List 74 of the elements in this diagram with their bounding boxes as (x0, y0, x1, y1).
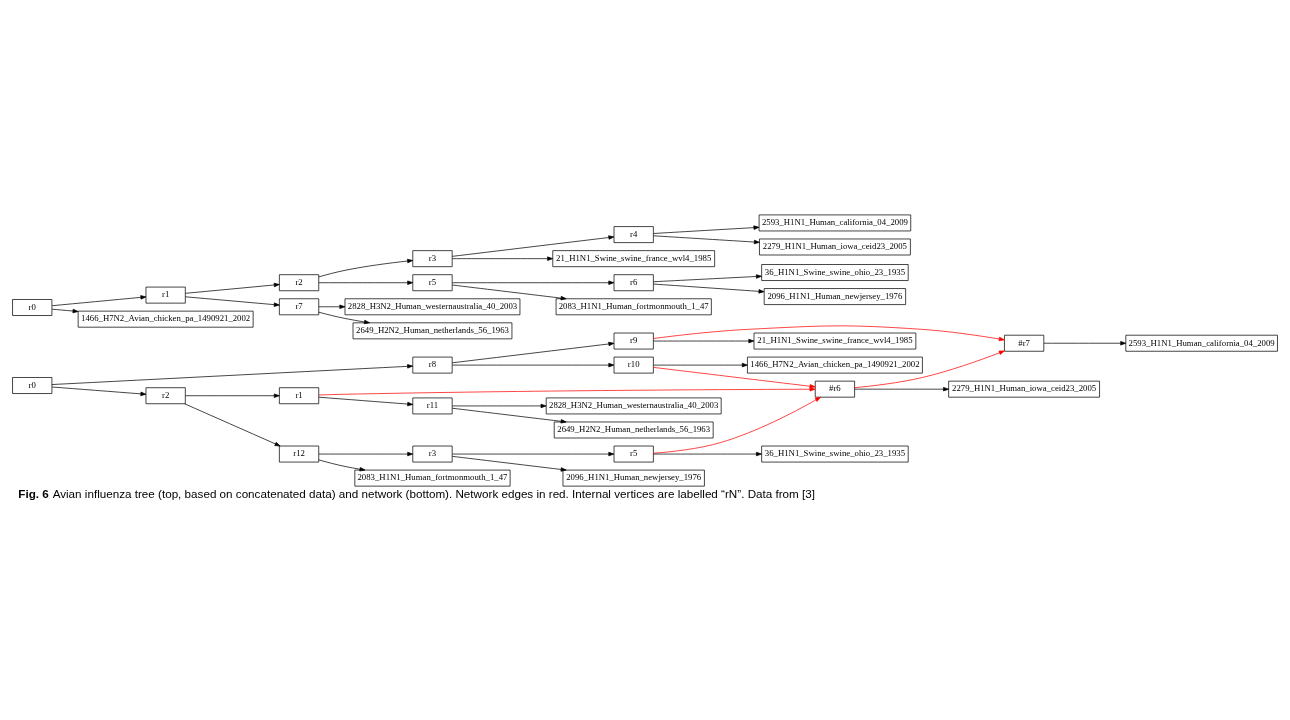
arrow (653, 274, 762, 283)
arrow (318, 396, 414, 407)
arrow (653, 225, 760, 234)
arrow (452, 256, 554, 261)
node-box: r4 (613, 226, 654, 243)
node-box: r0 (12, 299, 53, 316)
node-box: 2828_H3N2_Human_westernaustralia_40_2003 (344, 298, 521, 316)
arrow (452, 235, 615, 257)
node-box: 21_H1N1_Swine_swine_france_wvl4_1985 (552, 250, 715, 268)
arrow (854, 350, 1005, 389)
node-box: r5 (412, 274, 453, 292)
arrow (184, 403, 281, 447)
arrow (452, 341, 615, 364)
node-box: 1466_H7N2_Avian_chicken_pa_1490921_2002 (77, 310, 254, 328)
node-box: r0 (12, 377, 53, 394)
arrow (452, 403, 547, 409)
node-box: 21_H1N1_Swine_swine_france_wvl4_1985 (753, 332, 917, 350)
arrow (452, 451, 615, 457)
node-box: r5 (613, 445, 654, 463)
node-box: r8 (412, 356, 453, 374)
arrow (653, 367, 816, 389)
arrow (51, 308, 79, 314)
arrow (318, 459, 366, 472)
arrow (318, 387, 816, 396)
arrow (452, 284, 567, 301)
arrow (653, 362, 748, 368)
node-box: r2 (145, 387, 186, 405)
caption: Fig. 6 Avian influenza tree (top, based on concatenated data) and network (bottom). Network edges in red. Internal vertices are labelled “rN”. Data from [3] (18, 486, 816, 500)
arrow (452, 280, 615, 285)
node-box: r12 (279, 445, 320, 463)
node-box: r9 (613, 332, 654, 350)
node-box: 1466_H7N2_Avian_chicken_pa_1490921_2002 (747, 356, 923, 374)
arrow (653, 396, 821, 454)
arrow (318, 258, 414, 278)
node-box: 2828_H3N2_Human_westernaustralia_40_2003 (545, 397, 722, 415)
node-box: r3 (412, 250, 453, 268)
arrow (51, 364, 414, 385)
arrow (318, 311, 370, 325)
arrow (653, 283, 765, 294)
arrow (185, 296, 280, 307)
node-box: 2279_H1N1_Human_iowa_ceid23_2005 (948, 380, 1100, 398)
arrow (1043, 341, 1127, 346)
node-box: r7 (279, 298, 320, 316)
arrow (653, 235, 760, 245)
node-box: 2279_H1N1_Human_iowa_ceid23_2005 (759, 238, 911, 256)
arrow (318, 451, 414, 457)
arrow (653, 325, 1005, 342)
node-box: r11 (412, 397, 453, 415)
arrow (185, 282, 280, 294)
node-box: 2649_H2N2_Human_netherlands_56_1963 (352, 322, 513, 340)
arrow (51, 386, 147, 396)
node-box: 36_H1N1_Swine_swine_ohio_23_1935 (761, 445, 909, 463)
arrow (51, 295, 147, 307)
node-box: r6 (613, 274, 654, 292)
arrow (452, 407, 567, 424)
node-box: 36_H1N1_Swine_swine_ohio_23_1935 (761, 264, 909, 281)
node-box: r2 (279, 274, 320, 292)
node-box: r1 (279, 387, 320, 405)
node-box: #r7 (1004, 334, 1045, 352)
arrow (318, 280, 414, 285)
arrow (452, 362, 615, 368)
node-box: r3 (412, 445, 453, 463)
node-box: #r6 (814, 380, 855, 398)
arrow (854, 387, 949, 392)
node-box: 2096_H1N1_Human_newjersey_1976 (763, 288, 906, 305)
arrow (185, 393, 280, 398)
arrow (452, 456, 567, 472)
node-box: 2593_H1N1_Human_california_04_2009 (1125, 334, 1278, 352)
arrow (653, 451, 762, 457)
node-box: 2593_H1N1_Human_california_04_2009 (758, 214, 912, 232)
node-box: r10 (613, 356, 654, 374)
arrow (653, 338, 755, 344)
node-box: r1 (145, 286, 186, 304)
arrow (318, 304, 346, 309)
